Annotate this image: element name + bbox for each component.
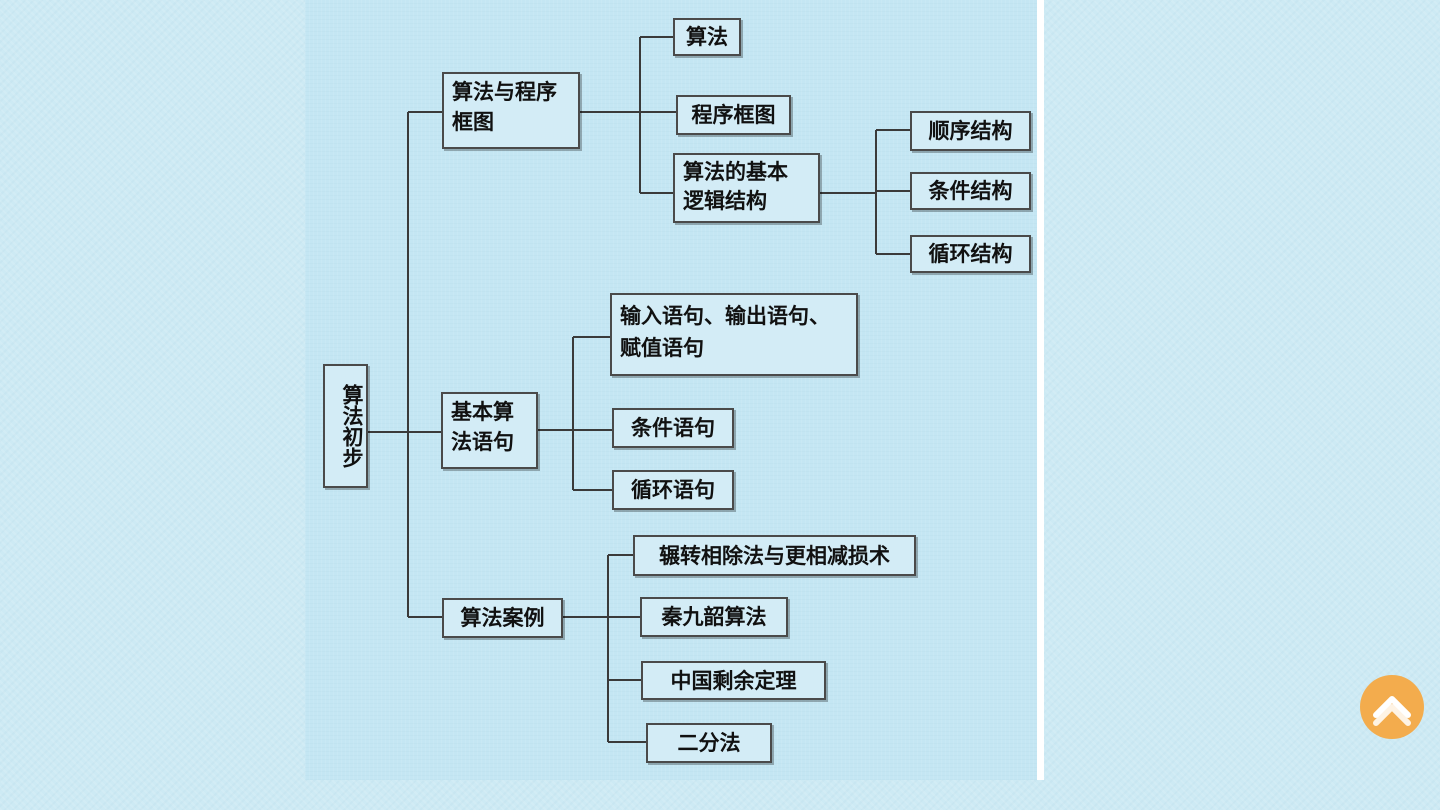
node-bisection-method: 二分法 — [646, 723, 772, 763]
node-conditional-statement: 条件语句 — [612, 408, 734, 448]
node-loop-statement: 循环语句 — [612, 470, 734, 510]
node-euclidean-method: 辗转相除法与更相减损术 — [633, 535, 916, 576]
connector-logic — [820, 129, 910, 255]
node-chinese-remainder-theorem: 中国剩余定理 — [641, 661, 826, 700]
node-io-assignment-statements: 输入语句、输出语句、 赋值语句 — [610, 293, 858, 376]
node-algorithm: 算法 — [673, 18, 741, 56]
node-basic-logic-structure: 算法的基本 逻辑结构 — [673, 153, 820, 223]
scroll-top-button[interactable] — [1360, 675, 1424, 739]
connector-branch-3 — [563, 554, 646, 743]
node-qin-jiushao-algorithm: 秦九韶算法 — [640, 597, 788, 637]
node-sequence-structure: 顺序结构 — [910, 111, 1031, 151]
node-algorithm-flowchart: 算法与程序 框图 — [442, 72, 580, 149]
node-conditional-structure: 条件结构 — [910, 172, 1031, 210]
slide-divider — [1037, 0, 1044, 780]
node-loop-structure: 循环结构 — [910, 235, 1031, 273]
node-root: 算法初步 — [323, 364, 368, 488]
connector-root — [368, 111, 442, 618]
connector-branch-1 — [580, 36, 676, 194]
node-flowchart: 程序框图 — [676, 95, 791, 135]
chevron-up-icon — [1373, 696, 1411, 726]
connector-branch-2 — [538, 336, 612, 491]
node-algorithm-cases: 算法案例 — [442, 598, 563, 638]
node-basic-statements: 基本算 法语句 — [441, 392, 538, 469]
